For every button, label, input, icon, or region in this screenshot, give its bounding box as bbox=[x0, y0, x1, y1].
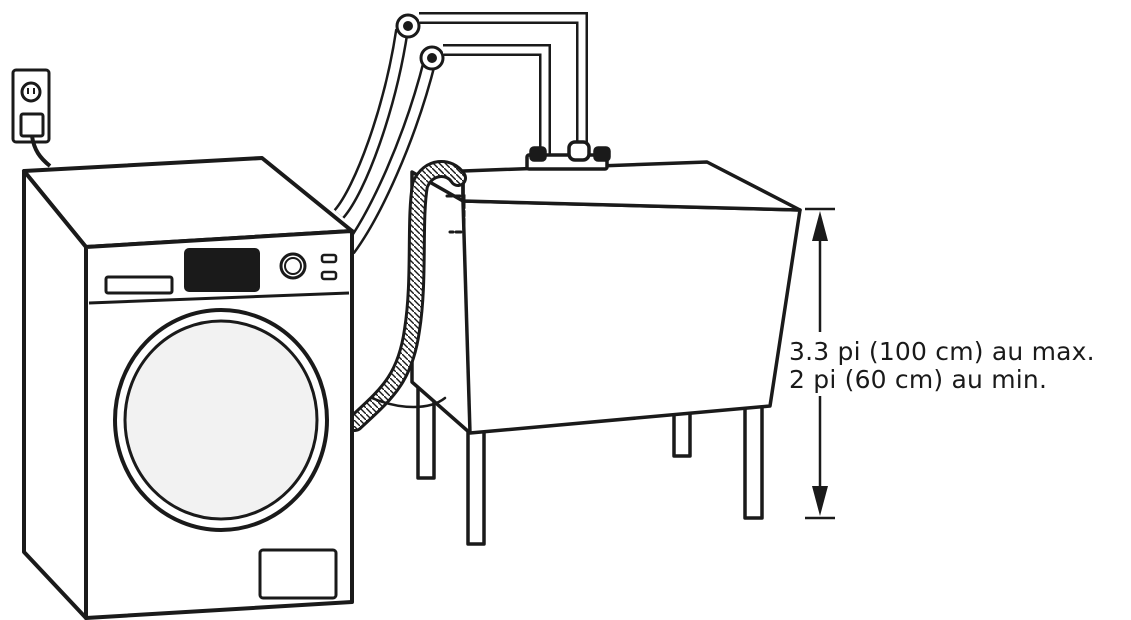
wall-outlet-icon bbox=[11, 68, 52, 168]
laundry-tub-icon bbox=[410, 140, 802, 546]
height-arrow-icon bbox=[805, 207, 835, 520]
max-height-label: 3.3 pi (100 cm) au max. bbox=[789, 337, 1095, 366]
drain-hose bbox=[346, 160, 467, 432]
water-hoses bbox=[333, 12, 588, 255]
min-height-label: 2 pi (60 cm) au min. bbox=[789, 365, 1048, 394]
washer-icon bbox=[22, 156, 354, 620]
